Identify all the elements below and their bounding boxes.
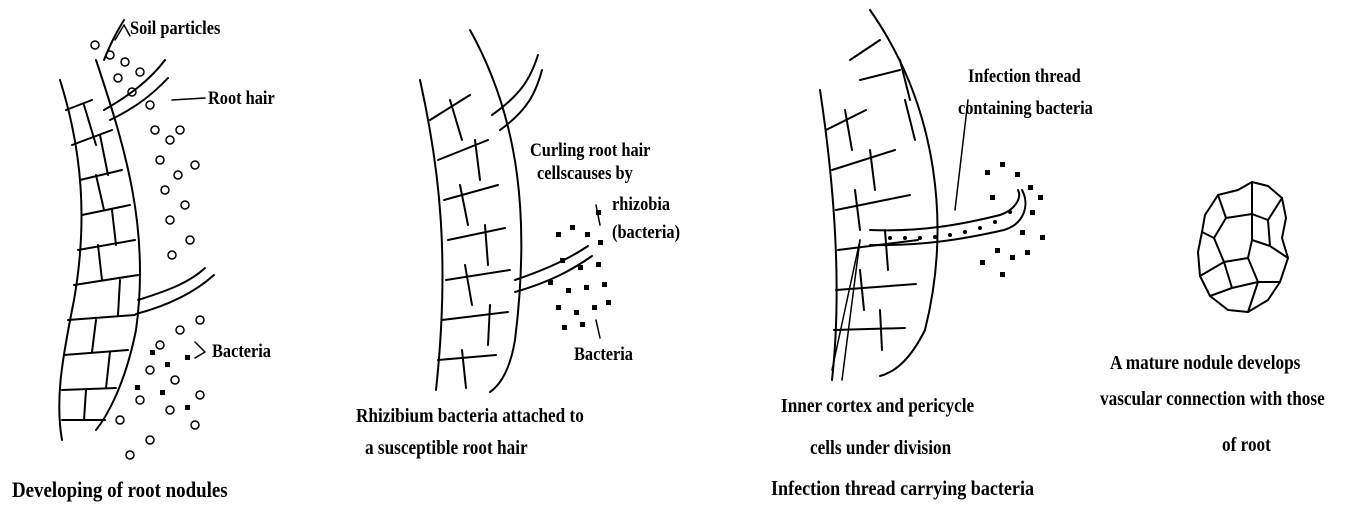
label-root-hair: Root hair [208, 88, 275, 110]
label-bacteria-1: Bacteria [212, 341, 271, 363]
label-infection-thread-2: containing bacteria [958, 98, 1093, 120]
label-soil-particles: Soil particles [130, 18, 220, 40]
panel2-leader-lines [596, 205, 600, 338]
caption-rhizobium-line2: a susceptible root hair [365, 437, 528, 460]
label-curling-root-hair-3: rhizobia [612, 194, 670, 216]
label-inner-cortex-2: cells under division [810, 437, 951, 460]
panel2-bacteria-dots [548, 210, 611, 330]
panel2-root-tissue [420, 30, 592, 392]
caption-mature-nodule-line3: of root [1222, 434, 1271, 457]
label-bacteria-2: Bacteria [574, 344, 633, 366]
caption-rhizobium-line1: Rhizibium bacteria attached to [356, 405, 584, 428]
label-infection-thread-1: Infection thread [968, 66, 1081, 88]
label-inner-cortex-1: Inner cortex and pericycle [781, 395, 974, 418]
caption-developing-root-nodules: Developing of root nodules [12, 477, 228, 503]
panel1-leader-lines [115, 25, 205, 358]
label-curling-root-hair-2: cellscauses by [537, 163, 633, 185]
label-curling-root-hair-4: (bacteria) [612, 222, 680, 244]
caption-mature-nodule-line2: vascular connection with those [1100, 388, 1325, 411]
panel4-mature-nodule [1198, 182, 1288, 312]
panel3-bacteria-dots [980, 162, 1045, 277]
caption-infection-thread: Infection thread carrying bacteria [771, 476, 1034, 501]
caption-mature-nodule-line1: A mature nodule develops [1110, 352, 1300, 375]
label-curling-root-hair-1: Curling root hair [530, 140, 650, 162]
panel1-soil-particles [91, 41, 204, 459]
panel1-root-tissue [59, 20, 214, 440]
